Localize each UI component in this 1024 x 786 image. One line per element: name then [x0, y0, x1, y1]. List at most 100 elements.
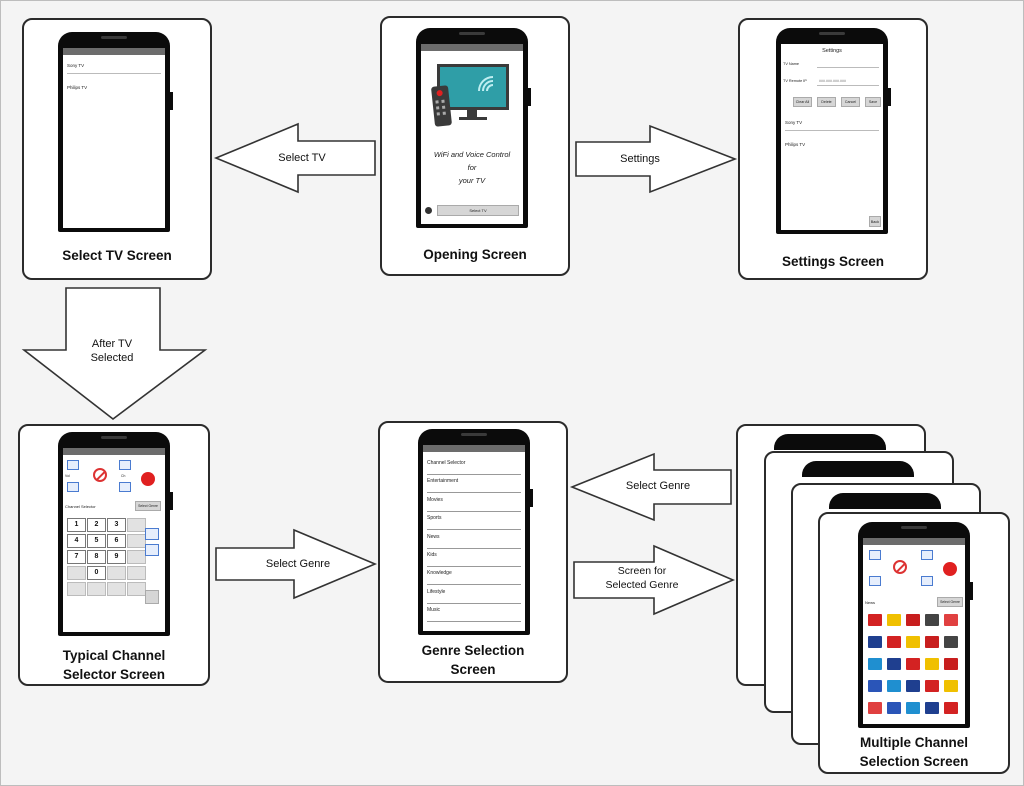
tv-list-item[interactable]: Sony TV	[785, 120, 803, 125]
channel-logo-icon[interactable]	[925, 702, 939, 714]
channel-logo-icon[interactable]	[944, 680, 958, 692]
clear-all-button[interactable]: Clear All	[793, 97, 812, 107]
mute-icon[interactable]	[93, 468, 107, 482]
volume-up-button[interactable]	[67, 460, 79, 470]
keypad-blank-key	[127, 534, 146, 548]
save-button[interactable]: Save	[865, 97, 881, 107]
channel-logo-icon[interactable]	[944, 702, 958, 714]
back-button[interactable]: Back	[869, 216, 881, 227]
select-genre-right-label: Select Genre	[265, 558, 331, 570]
select-genre-left-arrow	[569, 452, 732, 522]
cancel-button[interactable]: Cancel	[841, 97, 860, 107]
multiple-channel-screen: News Select Genre	[863, 538, 965, 724]
keypad-key[interactable]: 8	[87, 550, 106, 564]
genre-list-item[interactable]: Kids	[427, 549, 521, 567]
channel-logo-icon[interactable]	[944, 636, 958, 648]
channel-logo-icon[interactable]	[906, 680, 920, 692]
channel-up-button[interactable]	[921, 550, 933, 560]
channel-logo-icon[interactable]	[944, 614, 958, 626]
channel-up-button[interactable]	[145, 528, 159, 540]
select-genre-button[interactable]: Select Genre	[937, 597, 963, 607]
channel-logo-icon[interactable]	[925, 658, 939, 670]
keypad-key[interactable]: 1	[67, 518, 86, 532]
channel-logo-icon[interactable]	[868, 658, 882, 670]
channel-logo-icon[interactable]	[906, 658, 920, 670]
screen-for-selected-genre-label: Screen for Selected Genre	[605, 565, 679, 591]
channel-logo-icon[interactable]	[925, 636, 939, 648]
genre-list-item[interactable]: Music	[427, 604, 521, 623]
keypad-blank-key	[87, 582, 106, 596]
volume-down-button[interactable]	[67, 482, 79, 492]
tv-list-item[interactable]: Philips TV	[785, 142, 806, 147]
channel-logo-icon[interactable]	[925, 614, 939, 626]
keypad-key[interactable]: 9	[107, 550, 126, 564]
volume-down-button[interactable]	[869, 576, 881, 586]
channel-logo-icon[interactable]	[906, 702, 920, 714]
mute-icon[interactable]	[893, 560, 907, 574]
tv-list-item[interactable]: Sony TV	[67, 63, 85, 68]
channel-up-button[interactable]	[119, 460, 131, 470]
keypad-blank-key	[127, 566, 146, 580]
channel-logo-icon[interactable]	[925, 680, 939, 692]
mic-icon[interactable]	[425, 207, 432, 214]
genre-list-item[interactable]: Lifestyle	[427, 586, 521, 604]
settings-title: Settings	[822, 48, 842, 54]
select-key[interactable]	[145, 590, 159, 604]
genre-list-item[interactable]: Sports	[427, 512, 521, 531]
channel-logo-icon[interactable]	[887, 680, 901, 692]
opening-caption: Opening Screen	[423, 247, 527, 262]
select-tv-arrow-label: Select TV	[278, 152, 326, 164]
keypad-blank-key	[127, 582, 146, 596]
channel-logo-icon[interactable]	[868, 614, 882, 626]
remote-ip-field[interactable]: ###.###.###.###	[819, 79, 846, 83]
channel-logo-icon[interactable]	[906, 614, 920, 626]
keypad-key[interactable]: 3	[107, 518, 126, 532]
channel-logo-icon[interactable]	[868, 636, 882, 648]
tv-stand	[467, 110, 477, 118]
keypad-key[interactable]: 5	[87, 534, 106, 548]
select-genre-left-label: Select Genre	[625, 480, 691, 492]
channel-logo-icon[interactable]	[887, 702, 901, 714]
genre-list-item[interactable]: Movies	[427, 494, 521, 512]
select-genre-button[interactable]: Select Genre	[135, 501, 161, 511]
opening-card: WiFi and Voice Control for your TV Selec…	[380, 16, 570, 276]
multiple-channel-card: News Select Genre Multiple Channel Selec…	[818, 512, 1010, 774]
wifi-icon	[478, 76, 494, 92]
volume-up-button[interactable]	[869, 550, 881, 560]
select-genre-right-arrow	[215, 528, 378, 600]
genre-list-item[interactable]: Entertainment	[427, 475, 521, 494]
power-button[interactable]	[943, 562, 957, 576]
genre-list-item[interactable]: Channel Selector	[427, 457, 521, 475]
settings-arrow	[575, 124, 738, 194]
keypad-blank-key	[107, 566, 126, 580]
channel-logo-icon[interactable]	[868, 680, 882, 692]
tv-list-item[interactable]: Philips TV	[67, 85, 88, 90]
channel-down-button[interactable]	[145, 544, 159, 556]
channel-logo-icon[interactable]	[887, 658, 901, 670]
multiple-channel-caption: Multiple Channel Selection Screen	[859, 735, 969, 769]
tv-name-field[interactable]	[817, 67, 879, 68]
channel-logo-icon[interactable]	[887, 614, 901, 626]
keypad-key[interactable]: 7	[67, 550, 86, 564]
channel-down-button[interactable]	[119, 482, 131, 492]
channel-logo-icon[interactable]	[906, 636, 920, 648]
keypad-key[interactable]: 4	[67, 534, 86, 548]
channel-selector-caption: Typical Channel Selector Screen	[62, 648, 166, 682]
keypad-key[interactable]: 0	[87, 566, 106, 580]
power-button[interactable]	[141, 472, 155, 486]
delete-button[interactable]: Delete	[817, 97, 836, 107]
phone: Sony TV Philips TV	[58, 32, 173, 232]
keypad-blank-key	[67, 566, 86, 580]
channel-down-button[interactable]	[921, 576, 933, 586]
field-label: TV Name	[783, 62, 800, 66]
select-tv-button[interactable]: Select TV	[437, 205, 519, 216]
keypad-key[interactable]: 2	[87, 518, 106, 532]
genre-list-item[interactable]: News	[427, 531, 521, 549]
channel-logo-icon[interactable]	[887, 636, 901, 648]
channel-logo-icon[interactable]	[944, 658, 958, 670]
keypad-key[interactable]: 6	[107, 534, 126, 548]
keypad-blank-key	[127, 550, 146, 564]
genre-list-item[interactable]: Knowledge	[427, 567, 521, 586]
channel-logo-icon[interactable]	[868, 702, 882, 714]
